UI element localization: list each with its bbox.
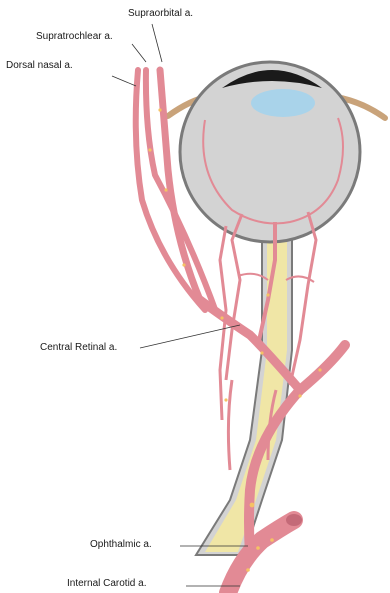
label-dorsal-nasal-artery: Dorsal nasal a. — [6, 60, 73, 72]
label-ophthalmic-artery: Ophthalmic a. — [90, 539, 152, 551]
eye-globe — [180, 62, 360, 242]
lens — [251, 89, 315, 117]
carotid-lumen — [286, 514, 302, 526]
leader-central-retinal — [140, 325, 240, 348]
leader-dorsal-nasal — [112, 76, 136, 86]
label-central-retinal-artery: Central Retinal a. — [40, 342, 117, 354]
ciliary-branch-left — [226, 214, 242, 380]
leader-supraorbital — [152, 24, 162, 62]
leader-supratrochlear — [132, 44, 146, 62]
label-internal-carotid-artery: Internal Carotid a. — [67, 578, 147, 590]
label-supratrochlear-artery: Supratrochlear a. — [36, 31, 113, 43]
label-supraorbital-artery: Supraorbital a. — [128, 8, 193, 20]
